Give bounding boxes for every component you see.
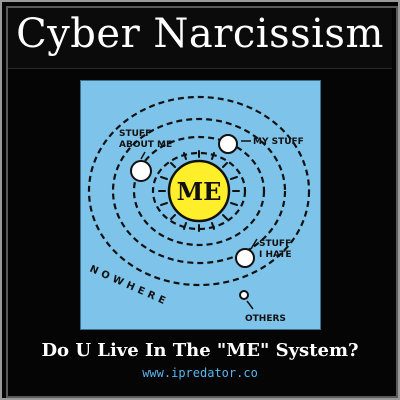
label-my-stuff: MY STUFF: [253, 137, 304, 147]
title-banner: [8, 8, 392, 69]
orbit-2: [132, 135, 266, 247]
orbit-4: [87, 95, 311, 287]
sun-me: [167, 159, 231, 223]
system-question: Do U Live In The "ME" System?: [41, 340, 359, 361]
label-nowhere: NOWHERE: [88, 264, 171, 309]
label-stuff-about-me-1: STUFF: [119, 129, 151, 139]
label-others: OTHERS: [245, 314, 286, 324]
site-url: www.ipredator.co: [142, 366, 258, 380]
planet-others: [239, 290, 249, 300]
pointer-lines: [140, 140, 258, 310]
me-system-cartoon: ME STUFF ABOUT ME MY STUFF STUFF I HATE …: [80, 80, 321, 330]
orbit-3: [111, 117, 287, 265]
orbit-1: [151, 151, 247, 231]
label-stuff-about-me-2: ABOUT ME: [119, 140, 172, 150]
page-title: Cyber Narcissism: [16, 11, 384, 57]
sun-rays: [158, 150, 240, 232]
image-frame-inner: [6, 6, 398, 398]
label-stuff-i-hate-1: STUFF: [259, 239, 291, 249]
cartoon-svg: ME STUFF ABOUT ME MY STUFF STUFF I HATE …: [87, 95, 311, 324]
me-label: ME: [177, 177, 222, 206]
label-stuff-i-hate-2: I HATE: [259, 250, 292, 260]
planet-stuff-i-hate: [235, 248, 255, 268]
planet-stuff-about-me: [130, 160, 152, 182]
planet-my-stuff: [218, 134, 238, 154]
